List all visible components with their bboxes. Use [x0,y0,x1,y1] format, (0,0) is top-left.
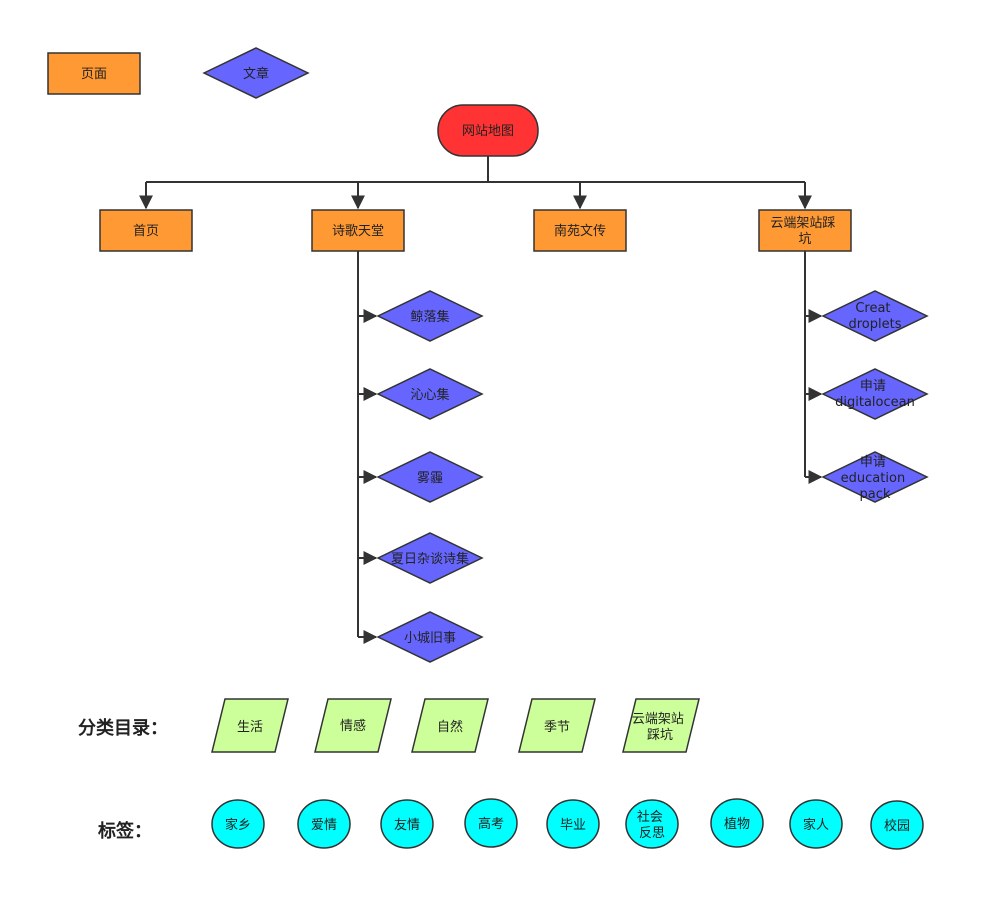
article-label-xiaocheng: 小城旧事 [404,631,456,646]
article-node-shenqing-do: 申请 digitalocean [821,368,929,420]
tag-node-campus: 校园 [870,800,924,850]
category-node-cloud: 云端架站 踩坑 [622,698,700,753]
page-node-cloud: 云端架站踩 坑 [758,209,852,252]
tag-label-family: 家人 [803,817,829,833]
page-label-cloud-line1: 云端架站踩 [770,216,835,231]
category-label-cloud-line2: 踩坑 [647,728,673,743]
page-label-cloud-line2: 坑 [798,232,811,247]
page-label-nanyuan: 南苑文传 [554,223,606,239]
tag-node-friendship: 友情 [380,799,434,849]
tag-label-hometown: 家乡 [225,817,251,833]
article-label-creat-line2: droplets [849,317,902,332]
article-node-xiaocheng: 小城旧事 [376,611,484,663]
article-label-qinxin: 沁心集 [410,387,449,403]
category-label-cloud-line1: 云端架站 [632,712,684,727]
tag-label-society: 社会 反思 [637,809,667,841]
legend-page-node: 页面 [47,52,141,95]
article-node-xiari: 夏日杂谈诗集 [376,532,484,584]
connectors [139,156,823,644]
category-label-love: 情感 [340,718,366,734]
tag-label-plants: 植物 [724,817,750,832]
article-label-xiari: 夏日杂谈诗集 [391,551,469,567]
tag-label-society-line1: 社会 [637,809,663,825]
article-label-shenqing-edu: 申请 education pack [841,455,910,502]
tag-label-friendship: 友情 [394,817,420,833]
article-label-shenqing-do: 申请 digitalocean [835,379,915,410]
category-node-life: 生活 [211,698,289,753]
category-label-life: 生活 [237,720,263,735]
root-label: 网站地图 [462,124,514,139]
category-node-love: 情感 [314,698,392,753]
tag-label-gaokao: 高考 [478,816,504,832]
legend-page-label: 页面 [81,67,107,82]
article-node-shenqing-edu: 申请 education pack [821,451,929,503]
legend-article-node: 文章 [202,47,310,99]
article-node-creat: Creat droplets [821,290,929,342]
tag-node-society: 社会 反思 [625,799,679,849]
article-node-qinxin: 沁心集 [376,368,484,420]
category-node-nature: 自然 [411,698,489,753]
tags-heading: 标签： [97,820,152,842]
article-label-creat: Creat droplets [849,301,902,332]
article-label-wumai: 雾霾 [417,471,443,486]
article-node-jingluo: 鲸落集 [376,290,484,342]
page-label-cloud: 云端架站踩 坑 [770,216,839,247]
legend-article-label: 文章 [243,66,269,82]
categories-heading: 分类目录： [78,717,168,739]
article-label-shenqing-edu-line3: pack [860,487,891,502]
tag-node-family: 家人 [789,799,843,849]
tag-node-hometown: 家乡 [211,799,265,849]
article-label-shenqing-do-line2: digitalocean [835,395,915,410]
category-label-season: 季节 [544,720,570,735]
article-label-jingluo: 鲸落集 [410,309,449,325]
tag-node-love: 爱情 [297,799,351,849]
tag-node-plants: 植物 [710,798,764,848]
article-label-shenqing-edu-line2: education [841,471,906,486]
article-node-wumai: 雾霾 [376,451,484,503]
category-label-cloud: 云端架站 踩坑 [632,712,688,743]
article-label-shenqing-edu-line1: 申请 [860,455,886,470]
tag-node-gaokao: 高考 [464,798,518,848]
tag-label-campus: 校园 [884,818,910,834]
tag-label-love: 爱情 [311,818,337,833]
root-node: 网站地图 [437,104,539,157]
page-label-home: 首页 [133,224,159,239]
page-node-poetry: 诗歌天堂 [311,209,405,252]
tag-label-society-line2: 反思 [639,826,665,841]
page-label-poetry: 诗歌天堂 [332,224,384,239]
category-label-nature: 自然 [437,719,463,735]
page-node-home: 首页 [99,209,193,252]
category-node-season: 季节 [518,698,596,753]
article-label-creat-line1: Creat [855,301,890,316]
article-label-shenqing-do-line1: 申请 [860,379,886,394]
tag-label-graduation: 毕业 [560,818,586,833]
page-node-nanyuan: 南苑文传 [533,209,627,252]
tag-node-graduation: 毕业 [546,799,600,849]
